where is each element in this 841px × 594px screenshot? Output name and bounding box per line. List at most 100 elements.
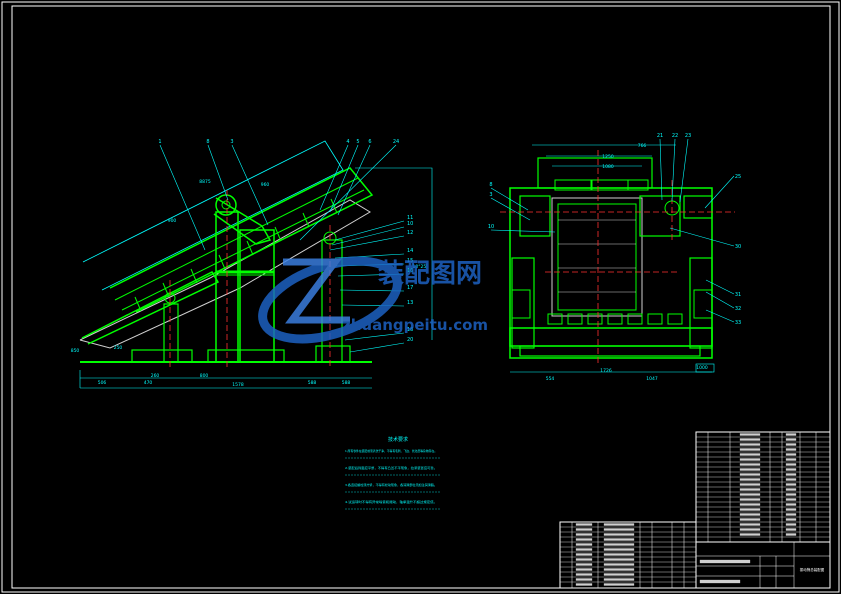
parts-cell-text [575,533,593,536]
right-support-base [315,345,351,363]
motor-block [683,195,713,219]
parts-cell-text [739,448,761,451]
part-leader-line [705,309,735,323]
part-label-15: 15 [407,258,413,264]
dim-box [695,363,715,373]
parts-cell-text [785,513,797,516]
parts-cell-text [575,548,593,551]
title-block-main [695,541,831,589]
front-view [500,150,735,364]
parts-cell-text [739,488,761,491]
top-hood [537,157,653,189]
dim-top-1080: 1080 [602,164,614,170]
parts-cell-text [575,563,593,566]
left-spring-seat [511,289,531,319]
screen-box-envelope [82,140,344,291]
parts-cell-text [785,523,797,526]
callout-frame [355,167,433,340]
parts-cell-text [603,533,635,536]
dim-top-766: 766 [638,143,647,149]
part-label-8: 8 [206,139,209,145]
dim-mid: 250 [114,345,123,351]
note-item: 1.所有零件在装配前须清洗干净，不得有毛刺、飞边、氧化皮等杂物存在。 [345,448,437,453]
parts-cell-text [603,523,635,526]
part-label-11: 11 [407,215,413,221]
parts-cell-text [603,538,635,541]
part-leader-line [705,291,735,309]
parts-cell-text [603,528,635,531]
parts-cell-text [739,463,761,466]
dim-bottom-470: 470 [144,380,153,386]
parts-cell-text [785,463,797,466]
parts-cell-text [785,478,797,481]
part-leader-line [329,235,405,251]
parts-cell-text [575,553,593,556]
parts-cell-text [575,523,593,526]
parts-cell-text [785,508,797,511]
parts-cell-text [785,438,797,441]
parts-cell-text [785,518,797,521]
parts-cell-text [603,573,635,576]
dim-bottom-800: 800 [200,373,209,379]
part-label-17: 17 [407,285,413,291]
parts-cell-text [739,468,761,471]
dim-top-900: 900 [168,218,177,224]
part-leader-line [344,332,405,341]
watermark-logo-z [283,258,350,324]
part-leader-line [671,138,676,202]
parts-cell-text [785,443,797,446]
base-rib [567,313,583,325]
parts-cell-text [739,443,761,446]
base-rib [587,313,603,325]
part-leader-line [337,144,371,216]
parts-cell-text [739,518,761,521]
parts-cell-text [575,583,593,586]
watermark-logo-ring [258,256,402,344]
part-label-32: 32 [735,306,741,312]
front-housing [509,187,713,359]
inner-border [11,5,831,589]
left-bearing-housing [519,195,551,237]
part-label-31: 31 [735,292,741,298]
title-cell-text [699,579,741,584]
parts-cell-text [785,533,797,536]
parts-cell-text [785,528,797,531]
parts-cell-text [575,573,593,576]
parts-cell-text [739,523,761,526]
part-label-18: 18 [407,327,413,333]
screen-drum-outline [551,197,643,317]
parts-cell-text [603,583,635,586]
parts-cell-text [739,508,761,511]
dim-bottom-588: 588 [308,380,317,386]
part-leader-line [705,279,735,295]
part-label-21: 21 [657,133,663,139]
left-base-plate [131,349,193,363]
part-label-10: 10 [407,221,413,227]
parts-cell-text [575,538,593,541]
technical-notes: 技术要求 1.所有零件在装配前须清洗干净，不得有毛刺、飞边、氧化皮等杂物存在。2… [345,436,440,510]
part-leader-line [490,197,531,221]
parts-cell-text [785,453,797,456]
parts-cell-text [785,498,797,501]
hood-block-1 [554,179,592,191]
part-leader-line [704,175,735,209]
part-leader-line [659,138,663,201]
side-view [79,140,433,368]
dim-top-1250: 1250 [602,154,614,160]
parts-cell-text [603,563,635,566]
part-leader-line [207,144,229,201]
parts-cell-text [739,438,761,441]
dim-bottom-1000: 1000 [696,365,708,371]
base-rib [627,313,643,325]
parts-cell-text [785,473,797,476]
part-leader-line [319,144,349,211]
parts-cell-text [739,453,761,456]
part-label-5: 5 [356,139,359,145]
parts-cell-text [785,433,797,436]
part-leader-line [669,227,735,247]
part-label-16: 16 [407,268,413,274]
